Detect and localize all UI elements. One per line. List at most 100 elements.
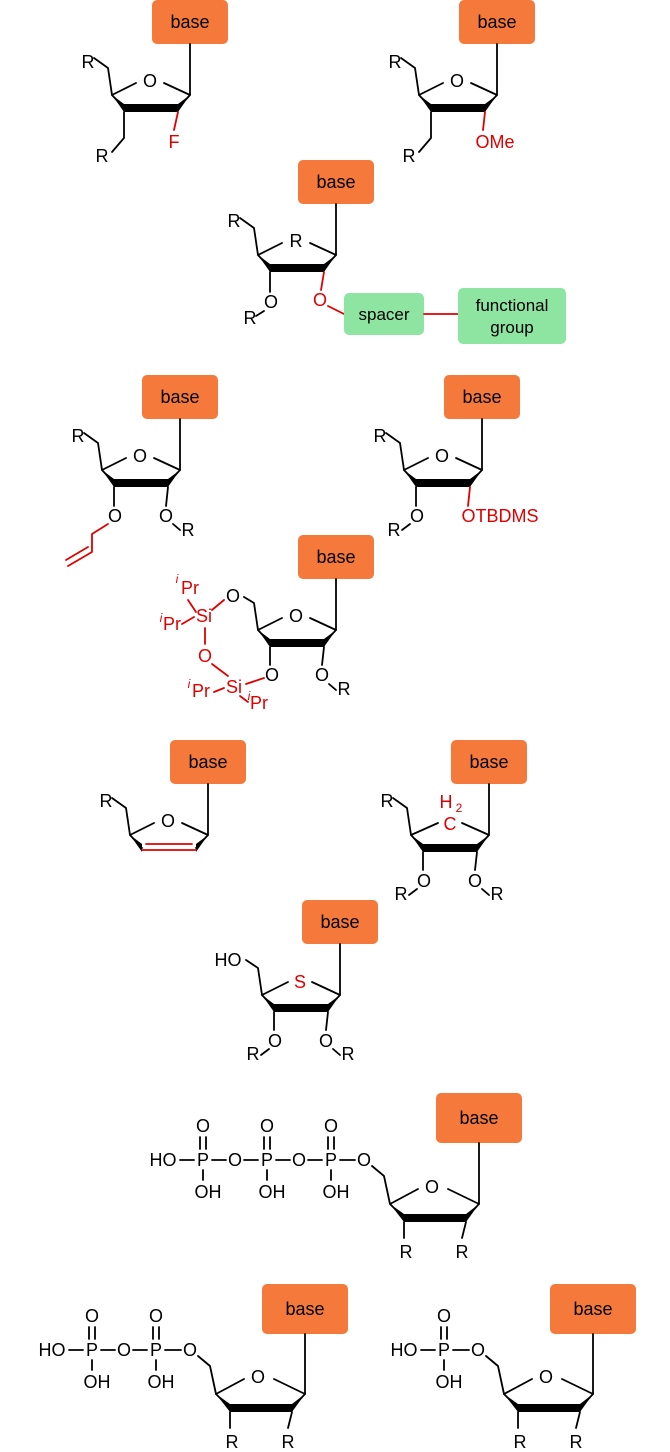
- hydroxyl-label: HO: [391, 1340, 418, 1360]
- base-label: base: [477, 12, 516, 32]
- oxygen-label: O: [410, 506, 424, 526]
- oxygen-label: O: [471, 1340, 485, 1360]
- r-label: R: [182, 520, 195, 540]
- base-label: base: [469, 752, 508, 772]
- hydroxyl-label: OH: [323, 1182, 350, 1202]
- oxygen-label: O: [85, 1306, 99, 1326]
- base-box: base: [152, 0, 228, 44]
- r-label: R: [570, 1432, 583, 1452]
- base-label: base: [320, 912, 359, 932]
- base-label: base: [170, 12, 209, 32]
- structure-triphosphate: base O R R O HO P O P O P O OH O OH: [150, 1093, 522, 1262]
- oxygen-label: O: [315, 665, 329, 685]
- structure-2-fluoro: base O R R F: [82, 0, 228, 166]
- r-label: R: [72, 426, 85, 446]
- r-label: R: [403, 146, 416, 166]
- iso-label: i: [160, 611, 163, 625]
- r-label: R: [82, 52, 95, 72]
- structure-2-methoxy: base O R R OMe: [389, 0, 535, 166]
- r-label: R: [226, 1432, 239, 1452]
- methoxy-label: OMe: [475, 132, 514, 152]
- structure-tipds: base O O O O R Si i Pr i Pr O Si i Pr: [160, 535, 374, 713]
- r-label: R: [342, 1044, 355, 1064]
- propyl-label: Pr: [250, 693, 268, 713]
- base-label: base: [573, 1299, 612, 1319]
- subscript-2: 2: [456, 801, 463, 815]
- ring-r-label: R: [290, 231, 303, 251]
- structure-2-otbdms: base O R O R OTBDMS: [374, 375, 539, 540]
- functional-label: functional: [476, 296, 549, 315]
- oxygen-label: O: [319, 1031, 333, 1051]
- hydroxyl-label: HO: [150, 1150, 177, 1170]
- r-label: R: [400, 1242, 413, 1262]
- h-label: H: [440, 792, 453, 812]
- r-label: R: [244, 308, 257, 328]
- ring-oxygen: O: [133, 446, 147, 466]
- propyl-label: Pr: [181, 578, 199, 598]
- iso-label: i: [176, 572, 179, 586]
- ring-oxygen: O: [450, 71, 464, 91]
- propyl-label: Pr: [163, 614, 181, 634]
- ring-oxygen: O: [161, 811, 175, 831]
- iso-label: i: [248, 689, 251, 703]
- oxygen-label: O: [117, 1340, 131, 1360]
- oxygen-label: O: [268, 1031, 282, 1051]
- ring-oxygen: O: [435, 446, 449, 466]
- group-label: group: [490, 318, 533, 337]
- r-label: R: [456, 1242, 469, 1262]
- oxygen-label: O: [265, 665, 279, 685]
- r-label: R: [374, 426, 387, 446]
- phosphorus-label: P: [150, 1340, 162, 1360]
- r-label: R: [388, 520, 401, 540]
- spacer-label: spacer: [358, 305, 409, 324]
- r-label: R: [282, 1432, 295, 1452]
- oxygen-label: O: [357, 1150, 371, 1170]
- silicon-label: Si: [226, 677, 242, 697]
- hydroxyl-label: HO: [215, 950, 242, 970]
- r-label: R: [100, 791, 113, 811]
- r-label: R: [96, 146, 109, 166]
- phosphorus-label: P: [261, 1150, 273, 1170]
- hydroxyl-label: OH: [436, 1372, 463, 1392]
- base-label: base: [316, 172, 355, 192]
- oxygen-label: O: [228, 1150, 242, 1170]
- ring-oxygen: O: [539, 1367, 553, 1387]
- otbdms-label: OTBDMS: [461, 506, 538, 526]
- oxygen-label: O: [468, 871, 482, 891]
- ring-oxygen: O: [251, 1367, 265, 1387]
- structure-didehydro: base O R: [100, 740, 246, 852]
- base-label: base: [316, 547, 355, 567]
- ring-oxygen: O: [425, 1177, 439, 1197]
- oxygen-label: O: [196, 1116, 210, 1136]
- structure-diphosphate: base O R R O HO P O P O OH O OH: [39, 1284, 348, 1452]
- base-label: base: [188, 752, 227, 772]
- phosphorus-label: P: [325, 1150, 337, 1170]
- phosphorus-label: P: [197, 1150, 209, 1170]
- structure-monophosphate: base O R R O HO P O OH: [391, 1284, 636, 1452]
- structure-2-spacer: base R R O R O spacer functional group: [228, 160, 566, 344]
- base-label: base: [285, 1299, 324, 1319]
- r-label: R: [389, 52, 402, 72]
- carbon-label: C: [444, 814, 457, 834]
- hydroxyl-label: OH: [84, 1372, 111, 1392]
- r-label: R: [247, 1044, 260, 1064]
- structure-3-allyl: base O R O O R: [65, 375, 218, 567]
- propyl-label: Pr: [192, 681, 210, 701]
- r-label: R: [491, 884, 504, 904]
- oxygen-label: O: [226, 586, 240, 606]
- oxygen-label: O: [159, 506, 173, 526]
- fluorine-label: F: [169, 132, 180, 152]
- structure-carbocyclic: base H 2 C R O R O R: [381, 740, 527, 904]
- r-label: R: [228, 211, 241, 231]
- sulfur-label: S: [294, 972, 306, 992]
- phosphorus-label: P: [438, 1340, 450, 1360]
- ring-oxygen: O: [143, 71, 157, 91]
- base-label: base: [459, 1108, 498, 1128]
- oxygen-label: O: [108, 506, 122, 526]
- oxygen-label: O: [417, 871, 431, 891]
- oxygen-label: O: [292, 1150, 306, 1170]
- r-label: R: [338, 679, 351, 699]
- r-label: R: [395, 884, 408, 904]
- structure-thio: base S HO O R O R: [215, 900, 378, 1064]
- oxygen-bridge-label: O: [198, 646, 212, 666]
